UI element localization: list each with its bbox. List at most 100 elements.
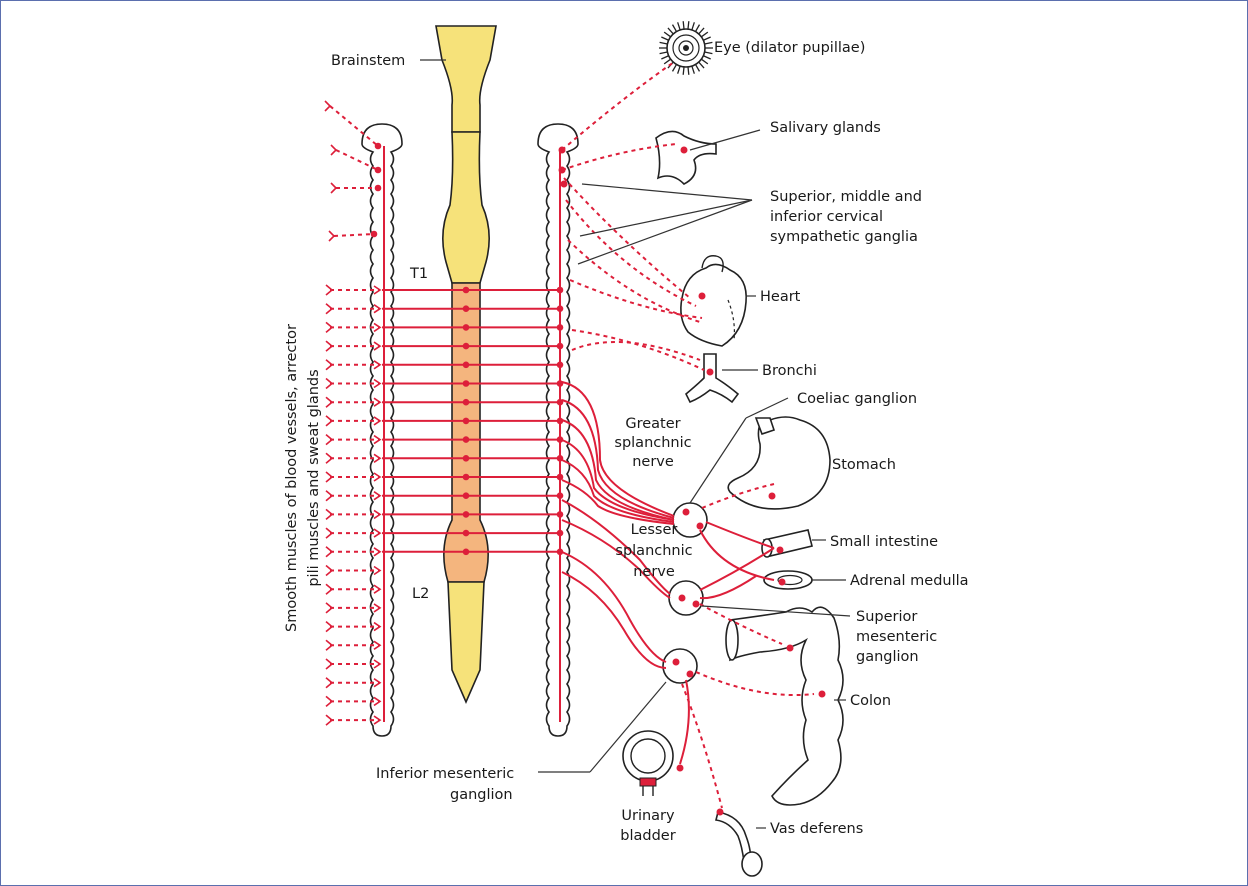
superior-mesenteric-ganglion — [669, 581, 703, 615]
effector-ending — [326, 584, 332, 594]
effector-ending — [326, 528, 332, 538]
effector-ending — [326, 491, 332, 501]
effector-ending — [326, 379, 332, 389]
segmental-outflow — [325, 101, 563, 725]
effector-ending — [326, 435, 332, 445]
eye-ray — [696, 25, 700, 32]
effector-ending — [326, 322, 332, 332]
label-bladder-2: bladder — [620, 828, 675, 844]
cervical-effector-ending — [331, 145, 336, 155]
label-adrenal-medulla: Adrenal medulla — [850, 573, 969, 589]
segment-dot — [463, 399, 470, 406]
label-greater-splanchnic-3: nerve — [632, 454, 674, 470]
effector-ending — [326, 397, 332, 407]
eye-ray — [664, 32, 670, 37]
segment-dot — [463, 343, 470, 350]
eye-ray — [678, 66, 680, 74]
bronchi-organ — [686, 354, 738, 402]
effector-ending — [326, 622, 332, 632]
cervical-effector-ending — [331, 183, 336, 193]
label-sup-mes-2: mesenteric — [856, 629, 937, 645]
eye-ray — [683, 67, 684, 75]
segment-dot — [463, 492, 470, 499]
effector-ending — [326, 603, 332, 613]
label-bladder-1: Urinary — [621, 808, 675, 824]
eye-ray — [688, 21, 689, 29]
eye-ray — [660, 52, 668, 54]
heart-organ — [681, 256, 746, 346]
eye-ray — [683, 21, 684, 29]
label-salivary-glands: Salivary glands — [770, 120, 881, 136]
label-inf-mes-2: ganglion — [450, 787, 513, 803]
label-t1: T1 — [409, 266, 428, 282]
left-sympathetic-chain — [362, 124, 402, 736]
label-left-targets-1: Smooth muscles of blood vessels, arrecto… — [284, 324, 300, 632]
label-brainstem: Brainstem — [331, 53, 405, 69]
label-sup-mes-3: ganglion — [856, 649, 919, 665]
effector-ending — [326, 509, 332, 519]
effector-ending — [326, 304, 332, 314]
segment-dot — [463, 455, 470, 462]
label-eye: Eye (dilator pupillae) — [714, 40, 865, 56]
label-left-targets-2: pili muscles and sweat glands — [306, 369, 322, 586]
effector-ending — [326, 453, 332, 463]
eye-ray — [668, 28, 673, 34]
segment-dot — [463, 362, 470, 369]
label-bronchi: Bronchi — [762, 363, 817, 379]
label-stomach: Stomach — [832, 457, 896, 473]
eye-organ — [659, 21, 713, 75]
vas-deferens-organ — [716, 812, 762, 876]
segment-dot — [463, 436, 470, 443]
eye-ray — [699, 28, 704, 34]
label-sup-mes-1: Superior — [856, 609, 917, 625]
segment-dot — [463, 287, 470, 294]
segment-dot — [463, 418, 470, 425]
eye-ray — [660, 42, 668, 44]
small-intestine-organ — [762, 530, 812, 557]
effector-ending — [326, 416, 332, 426]
urinary-bladder-organ — [623, 731, 673, 796]
label-colon: Colon — [850, 693, 891, 709]
cervical-dot — [375, 185, 382, 192]
cervical-dot — [371, 231, 378, 238]
eye-ray — [703, 56, 710, 59]
effector-ending — [326, 678, 332, 688]
label-cervical-ganglia-1: Superior, middle and — [770, 189, 922, 205]
eye-ray — [705, 42, 713, 44]
label-cervical-ganglia-3: sympathetic ganglia — [770, 229, 918, 245]
effector-ending — [326, 640, 332, 650]
segment-dot — [463, 530, 470, 537]
label-l2: L2 — [412, 586, 429, 602]
eye-ray — [692, 22, 694, 30]
segment-dot — [463, 474, 470, 481]
effector-ending — [326, 715, 332, 725]
eye-ray — [688, 67, 689, 75]
cervical-effector-ending — [325, 101, 330, 111]
label-coeliac-ganglion: Coeliac ganglion — [797, 391, 917, 407]
label-greater-splanchnic-2: splanchnic — [614, 435, 691, 451]
effector-ending — [326, 659, 332, 669]
label-heart: Heart — [760, 289, 801, 305]
eye-ray — [673, 64, 677, 71]
effector-ending — [326, 547, 332, 557]
label-cervical-ganglia-2: inferior cervical — [770, 209, 883, 225]
eye-ray — [673, 25, 677, 32]
eye-ray — [661, 37, 668, 40]
cervical-effector-line — [334, 234, 374, 236]
cervical-effector-ending — [329, 231, 334, 241]
inferior-mesenteric-ganglion — [663, 649, 697, 683]
eye-ray — [705, 52, 713, 54]
cervical-dot — [375, 167, 382, 174]
label-lesser-splanchnic-3: nerve — [633, 564, 675, 580]
segment-dot — [463, 511, 470, 518]
effector-ending — [326, 285, 332, 295]
label-greater-splanchnic-1: Greater — [625, 416, 680, 432]
eye-ray — [678, 22, 680, 30]
effector-ending — [326, 472, 332, 482]
label-lesser-splanchnic-2: splanchnic — [615, 543, 692, 559]
label-inf-mes-1: Inferior mesenteric — [376, 766, 514, 782]
eye-ray — [696, 64, 700, 71]
label-small-intestine: Small intestine — [830, 534, 938, 550]
cord-lower — [448, 582, 484, 702]
